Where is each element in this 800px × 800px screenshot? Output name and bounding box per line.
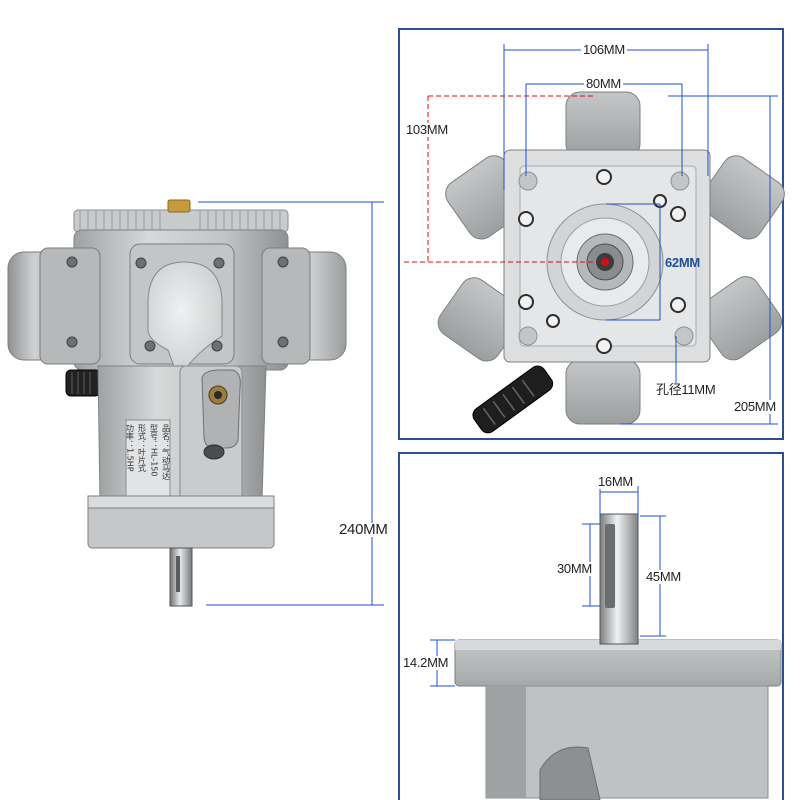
dim-hole-diameter-label: 孔径11MM: [654, 382, 718, 397]
dim-flange-thickness-label: 14.2MM: [401, 655, 451, 670]
nameplate-line: 型号：HL-150: [149, 424, 159, 477]
nameplate-line: 功率：1.5HP: [125, 424, 135, 472]
front-view-frame: [398, 28, 784, 440]
nameplate: 品名：气动马达 型号：HL-150 形式：叶片式 功率：1.5HP: [125, 424, 171, 500]
dim-keyway-length-label: 30MM: [555, 561, 594, 576]
dim-body-height-label: 205MM: [732, 399, 778, 414]
dim-center-circle-label: 62MM: [665, 255, 700, 270]
dim-flange-outer-label: 106MM: [581, 42, 627, 57]
dim-overall-height-label: 240MM: [337, 521, 390, 538]
dim-shaft-length-label: 45MM: [644, 569, 683, 584]
dim-flange-inner-label: 80MM: [584, 76, 623, 91]
dim-offset-height-label: 103MM: [404, 122, 450, 137]
nameplate-line: 品名：气动马达: [161, 424, 171, 480]
nameplate-line: 形式：叶片式: [137, 424, 147, 472]
dim-shaft-diameter-label: 16MM: [596, 474, 635, 489]
shaft-detail-frame: [398, 452, 784, 800]
